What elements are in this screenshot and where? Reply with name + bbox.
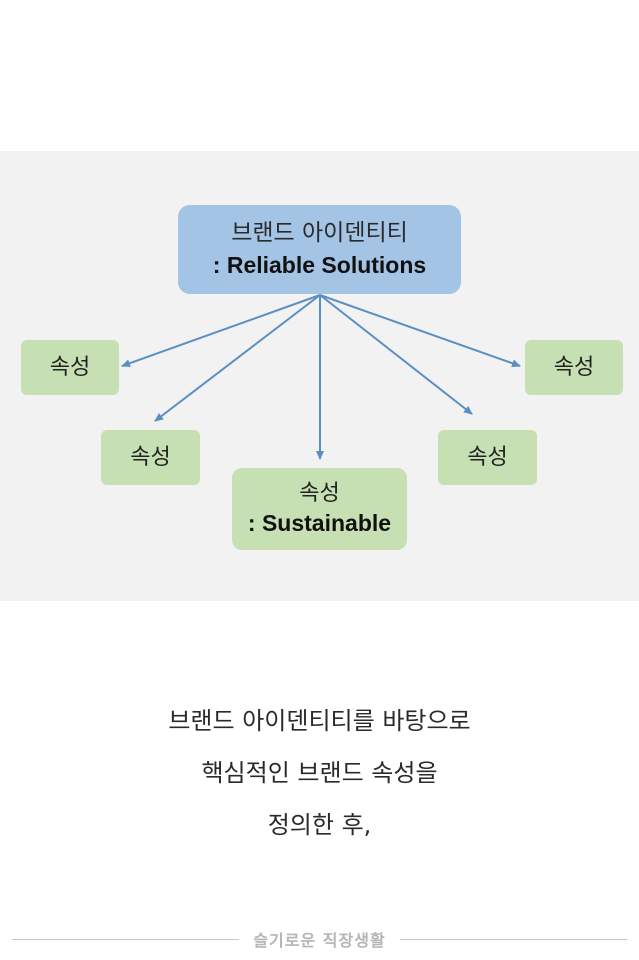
caption-line-3: 정의한 후, bbox=[267, 811, 372, 839]
caption-text: 브랜드 아이덴티티를 바탕으로 핵심적인 브랜드 속성을 정의한 후, bbox=[0, 695, 639, 851]
caption-line-1: 브랜드 아이덴티티를 바탕으로 bbox=[168, 707, 471, 735]
attribute-label: 속성 bbox=[130, 444, 171, 470]
footer-brand: 슬기로운 직장생활 bbox=[253, 931, 386, 950]
attribute-label: 속성 bbox=[553, 354, 595, 380]
brand-identity-node: 브랜드 아이덴티티 : Reliable Solutions bbox=[178, 205, 461, 294]
arrow-to-attribute-1 bbox=[121, 294, 321, 368]
attribute-label: 속성 bbox=[49, 354, 91, 380]
brand-identity-value: : Reliable Solutions bbox=[212, 251, 427, 278]
attribute-node-1: 속성 bbox=[21, 340, 119, 395]
attribute-value: : Sustainable bbox=[247, 510, 392, 537]
arrow-to-attribute-5 bbox=[319, 294, 521, 368]
arrow-to-attribute-4 bbox=[319, 294, 473, 415]
attribute-node-4: 속성 bbox=[438, 430, 537, 485]
footer-rule-right bbox=[399, 938, 627, 940]
footer-rule-left bbox=[12, 938, 240, 940]
attribute-node-2: 속성 bbox=[101, 430, 200, 485]
footer: 슬기로운 직장생활 bbox=[12, 924, 627, 954]
arrow-to-attribute-2 bbox=[154, 294, 321, 422]
attribute-node-5: 속성 bbox=[525, 340, 623, 395]
brand-identity-title: 브랜드 아이덴티티 bbox=[231, 220, 408, 247]
attribute-node-sustainable: 속성 : Sustainable bbox=[232, 468, 407, 550]
caption-line-2: 핵심적인 브랜드 속성을 bbox=[201, 759, 438, 787]
attribute-label: 속성 bbox=[467, 444, 508, 470]
attribute-label: 속성 bbox=[299, 480, 340, 506]
